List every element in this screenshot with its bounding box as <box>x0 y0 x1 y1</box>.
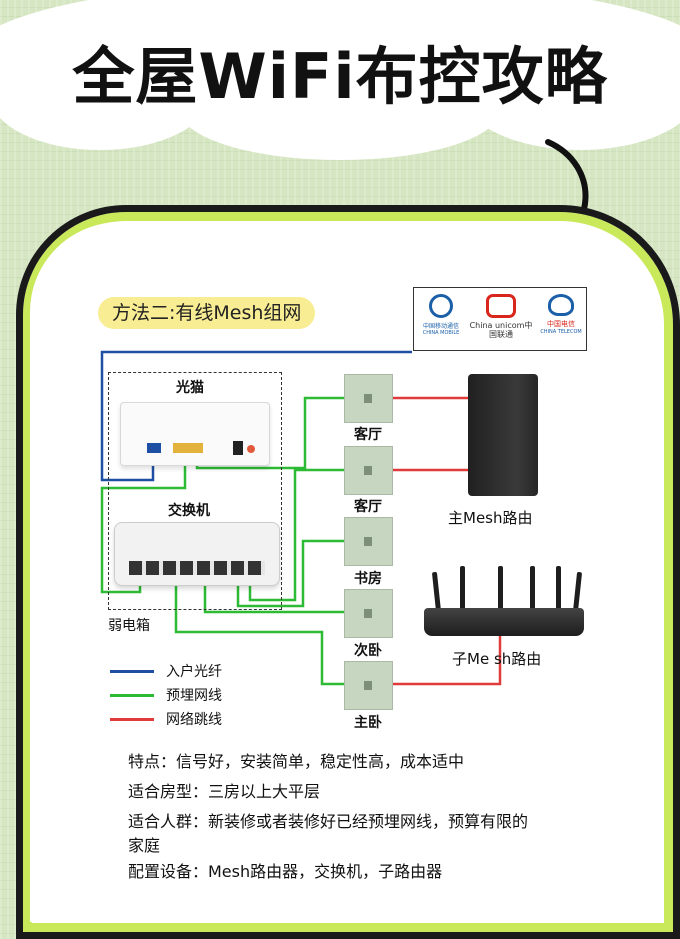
room-label-master: 主卧 <box>354 715 382 731</box>
network-switch <box>114 522 280 586</box>
antenna-3 <box>498 566 503 610</box>
legend-line-lan <box>110 694 154 697</box>
main-router-label: 主Mesh路由 <box>448 509 533 527</box>
title-cloud-right <box>460 30 680 150</box>
legend-label-patch: 网络跳线 <box>166 712 222 728</box>
china-unicom-icon <box>486 294 516 318</box>
modem-led <box>247 445 255 453</box>
switch-ports <box>129 561 265 575</box>
room-label-living-2: 客厅 <box>354 499 382 515</box>
lan-line-master <box>174 584 344 686</box>
wall-port-living-2 <box>344 446 393 495</box>
page-title: 全屋WiFi布控攻略 <box>72 40 608 113</box>
room-label-bedroom-2: 次卧 <box>354 643 382 659</box>
sub-mesh-router <box>424 608 584 636</box>
switch-label: 交换机 <box>168 503 210 519</box>
lan-line-modem-switch <box>100 458 187 594</box>
title-cloud-mid <box>180 60 500 160</box>
title-cloud-left <box>0 40 210 150</box>
antenna-4 <box>530 566 535 610</box>
legend-label-lan: 预埋网线 <box>166 688 222 704</box>
china-unicom-logo: China unicom中国联通 <box>466 294 536 339</box>
antenna-5 <box>556 566 561 610</box>
lan-line-living2 <box>248 468 344 602</box>
china-mobile-logo: 中国移动通信 CHINA MOBILE <box>418 294 464 336</box>
modem-label: 光猫 <box>176 380 204 396</box>
fiber-line <box>100 350 412 482</box>
weak-box-label: 弱电箱 <box>108 618 150 634</box>
info-config: 配置设备：Mesh路由器，交换机，子路由器 <box>128 862 443 881</box>
china-mobile-icon <box>429 294 453 318</box>
weak-current-box <box>108 372 282 610</box>
room-label-study: 书房 <box>354 571 382 587</box>
china-telecom-logo: 中国电信 CHINA TELECOM <box>540 294 582 335</box>
antenna-2 <box>460 566 465 610</box>
info-features: 特点：信号好，安装简单，稳定性高，成本适中 <box>128 752 465 771</box>
sub-router-label: 子Me sh路由 <box>452 650 542 668</box>
main-mesh-router <box>468 374 538 496</box>
wall-port-study <box>344 517 393 566</box>
china-telecom-icon <box>548 294 574 316</box>
modem-power <box>233 441 243 455</box>
legend-line-fiber <box>110 670 154 673</box>
isp-logos-box: 中国移动通信 CHINA MOBILE China unicom中国联通 中国电… <box>413 287 587 351</box>
lan-line-study <box>236 539 344 608</box>
room-label-living-1: 客厅 <box>354 427 382 443</box>
legend-line-patch <box>110 718 154 721</box>
wiring-diagram <box>100 350 502 686</box>
info-suitable-house: 适合房型：三房以上大平层 <box>128 782 321 801</box>
optical-modem <box>120 402 270 466</box>
wall-port-living-1 <box>344 374 393 423</box>
modem-port-fiber <box>147 443 161 453</box>
method-label: 方法二:有线Mesh组网 <box>98 297 316 329</box>
modem-port-lan <box>173 443 203 453</box>
info-suitable-people-cont: 家庭 <box>128 836 161 855</box>
patch-line-sub <box>392 636 502 686</box>
legend-label-fiber: 入户光纤 <box>166 664 222 680</box>
wall-port-master <box>344 661 393 710</box>
info-suitable-people: 适合人群：新装修或者装修好已经预埋网线，预算有限的 <box>128 812 529 831</box>
lan-line-bedroom2 <box>203 584 344 614</box>
wall-port-bedroom-2 <box>344 589 393 638</box>
